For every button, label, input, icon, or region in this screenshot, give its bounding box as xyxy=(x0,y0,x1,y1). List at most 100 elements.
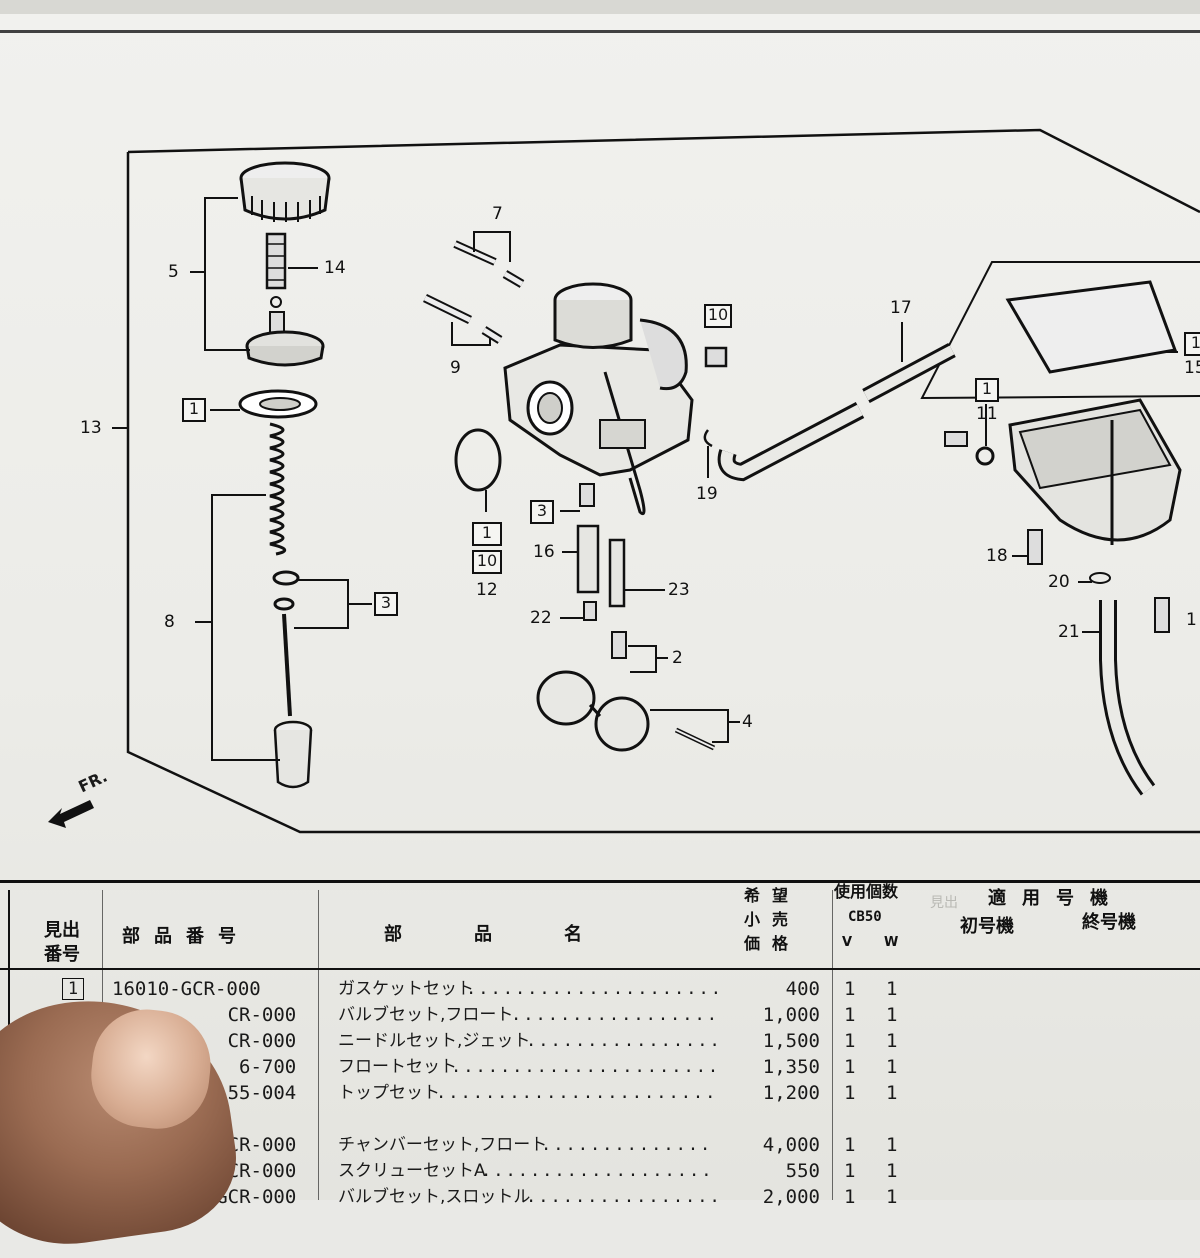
header-qty: 使用個数 xyxy=(834,882,899,901)
part-number-visible-tail: 55-004 xyxy=(227,1082,297,1104)
table-row: 21CR-000バルブセット,フロート.................1,00… xyxy=(0,1002,1200,1028)
retail-price: 4,000 xyxy=(762,1134,820,1156)
leader-dots: ..................... xyxy=(466,979,723,999)
callout-18: 18 xyxy=(986,546,1008,566)
gasket-ring xyxy=(238,389,318,419)
leader-dots: ................... xyxy=(481,1161,714,1181)
header-part-name: 部品名 xyxy=(384,924,654,945)
part-number: 16010-GCR-000 xyxy=(112,978,261,1000)
qty-v: 1 xyxy=(844,978,856,1000)
callout-21: 21 xyxy=(1058,622,1080,642)
part-number-visible-tail: GCR-000 xyxy=(216,1160,297,1182)
qty-v: 1 xyxy=(844,1004,856,1026)
callout-boxed-1-gasket: 1 xyxy=(182,398,206,422)
bleed-through-header: 見出 xyxy=(930,895,958,911)
header-ref-no-2: 番号 xyxy=(44,944,80,965)
throttle-cap xyxy=(239,161,331,222)
table-row: 3CR-000ニードルセット,ジェット................1,500… xyxy=(0,1028,1200,1054)
callout-boxed-1-oring: 1 xyxy=(472,522,502,546)
page-top-rule xyxy=(0,30,1200,33)
part-number-visible-tail: CR-000 xyxy=(227,1030,297,1052)
qty-v: 1 xyxy=(844,1186,856,1208)
callout-boxed-10-oring: 10 xyxy=(472,550,502,574)
qty-w: 1 xyxy=(886,1004,898,1026)
throttle-valve xyxy=(273,720,313,789)
diagram-frame-left xyxy=(126,152,1200,834)
part-name: ニードルセット,ジェット xyxy=(338,1031,531,1051)
o-ring xyxy=(454,428,502,492)
parts-table: 見出 番号 部品番号 部品名 希望 小売 価格 使用個数 CB50 V W 適用… xyxy=(0,880,1200,1208)
jet-parts xyxy=(576,483,627,659)
retail-price: 1,500 xyxy=(762,1030,820,1052)
part-name: バルブセット,フロート xyxy=(338,1005,514,1025)
callout-13: 13 xyxy=(80,418,102,438)
qty-w: 1 xyxy=(886,1160,898,1182)
callout-5: 5 xyxy=(168,262,179,282)
retail-price: 550 xyxy=(785,1160,820,1182)
front-arrow-icon xyxy=(48,800,94,828)
header-price-3: 価格 xyxy=(744,934,801,953)
qty-w: 1 xyxy=(886,1134,898,1156)
retail-price: 1,200 xyxy=(762,1082,820,1104)
cable-adjuster xyxy=(265,232,287,308)
callout-19: 19 xyxy=(696,484,718,504)
table-row: 1 16010-GCR-000 ガスケットセット..................… xyxy=(0,976,1200,1002)
part-name: フロートセット xyxy=(338,1057,457,1077)
leader-dots: ................ xyxy=(526,1187,722,1207)
part-name: チャンバーセット,フロート xyxy=(338,1135,548,1155)
table-row: GCR-000 チャンバーセット,フロート.............. 4,000 1… xyxy=(0,1132,1200,1158)
callout-7: 7 xyxy=(492,204,503,224)
callout-23: 23 xyxy=(668,580,690,600)
leader-dots: ................. xyxy=(511,1005,719,1025)
header-col-w: W xyxy=(884,935,899,950)
leader-dots: .............. xyxy=(541,1135,713,1155)
callout-16: 16 xyxy=(533,542,555,562)
screw-set-9 xyxy=(423,293,503,344)
diagram-frame xyxy=(127,128,1200,214)
callout-boxed-10-nut: 10 xyxy=(704,304,732,328)
callout-boxed-3-clip: 3 xyxy=(374,592,398,616)
header-first-frame: 初号機 xyxy=(960,916,1014,937)
header-price-2: 小売 xyxy=(744,910,801,929)
callout-2: 2 xyxy=(672,648,683,668)
qty-w: 1 xyxy=(886,978,898,1000)
spring xyxy=(269,422,287,556)
float-bowl-frame xyxy=(920,261,1200,400)
part-name: スクリューセットA xyxy=(338,1161,486,1181)
float xyxy=(536,670,716,752)
retail-price: 400 xyxy=(785,978,820,1000)
part-name: バルブセット,スロットル xyxy=(338,1187,531,1207)
header-col-v: V xyxy=(842,935,853,950)
retail-price: 2,000 xyxy=(762,1186,820,1208)
callout-boxed-1-bowl: 1 xyxy=(975,378,999,402)
hex-nut xyxy=(704,346,728,368)
callout-20: 20 xyxy=(1048,572,1070,592)
part-number-visible-tail: GCR-000 xyxy=(216,1134,297,1156)
callout-4: 4 xyxy=(742,712,753,732)
callout-boxed-3-jet: 3 xyxy=(530,500,554,524)
qty-v: 1 xyxy=(844,1030,856,1052)
leader-dots: ................ xyxy=(526,1031,722,1051)
callout-11: 11 xyxy=(976,404,998,424)
qty-w: 1 xyxy=(886,1056,898,1078)
qty-v: 1 xyxy=(844,1082,856,1104)
callout-22: 22 xyxy=(530,608,552,628)
screw-set-7 xyxy=(453,240,525,288)
float-bowl xyxy=(944,280,1182,633)
callout-9: 9 xyxy=(450,358,461,378)
callout-14: 14 xyxy=(324,258,346,278)
carburetor-body xyxy=(503,282,694,516)
qty-w: 1 xyxy=(886,1030,898,1052)
qty-w: 1 xyxy=(886,1082,898,1104)
part-number-visible-tail: 6-700 xyxy=(239,1056,297,1078)
part-name: ガスケットセット xyxy=(338,979,474,999)
callout-15: 15 xyxy=(1184,358,1200,378)
header-model: CB50 xyxy=(848,909,882,925)
ref-number: 1 xyxy=(62,978,84,1000)
top-cover xyxy=(245,311,325,367)
header-last-frame: 終号機 xyxy=(1082,912,1136,933)
